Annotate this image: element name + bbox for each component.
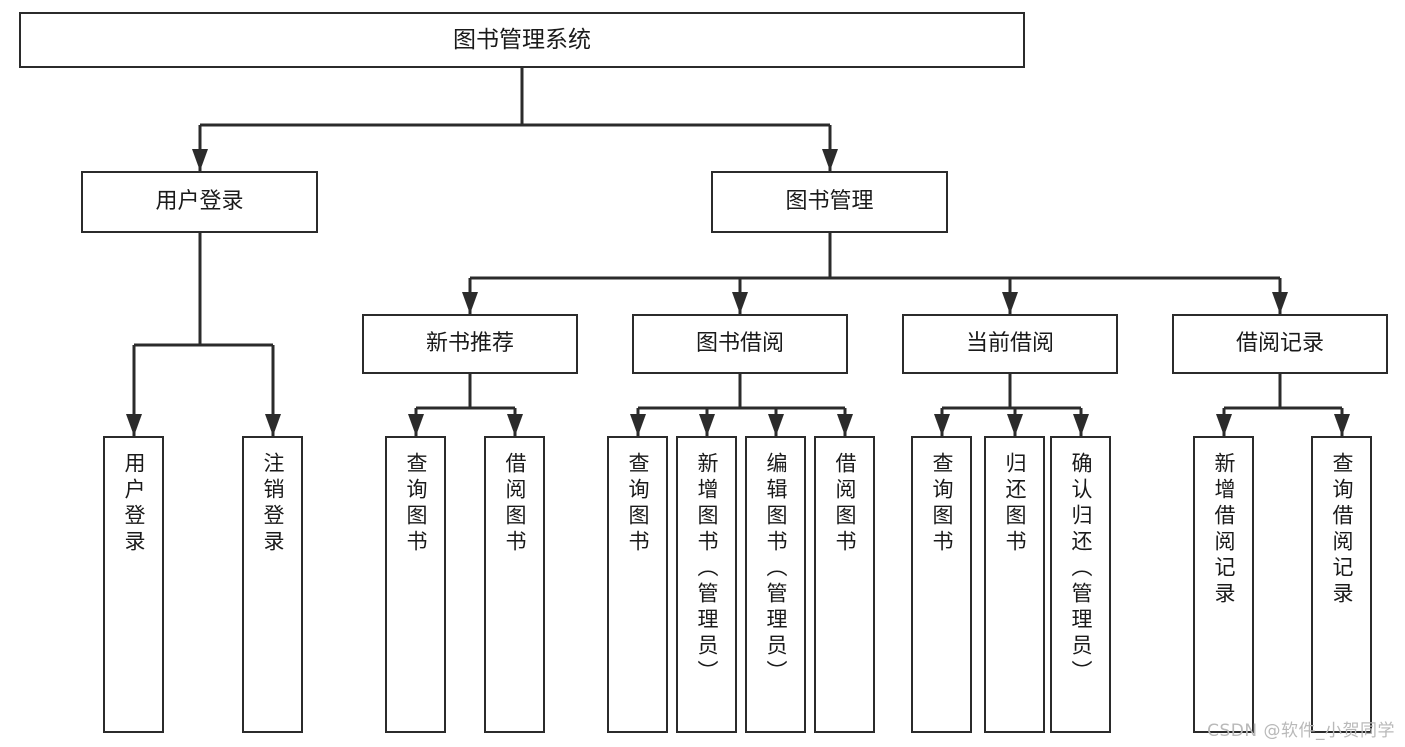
- arrowhead: [507, 414, 523, 436]
- node-leaf-query-book-cur[interactable]: 查询图书: [911, 436, 972, 733]
- node-leaf-borrow-book[interactable]: 借阅图书: [814, 436, 875, 733]
- node-label: 借阅图书: [503, 452, 527, 556]
- node-label: 用户登录: [155, 189, 244, 214]
- node-book-manage[interactable]: 图书管理: [711, 171, 948, 233]
- arrowhead: [462, 292, 478, 314]
- node-label: 查询图书: [930, 452, 954, 556]
- node-leaf-add-record[interactable]: 新增借阅记录: [1193, 436, 1254, 733]
- arrowhead: [265, 414, 281, 436]
- node-label: 图书管理系统: [453, 26, 591, 53]
- node-leaf-borrow-book-rec[interactable]: 借阅图书: [484, 436, 545, 733]
- node-leaf-query-book-borrow[interactable]: 查询图书: [607, 436, 668, 733]
- node-book-borrow[interactable]: 图书借阅: [632, 314, 848, 374]
- arrowhead: [192, 149, 208, 171]
- node-label: 图书借阅: [695, 331, 784, 356]
- watermark-text: CSDN @软件_小贺同学: [1207, 721, 1395, 741]
- node-label: 新书推荐: [425, 331, 514, 356]
- node-label: 图书管理: [785, 189, 874, 214]
- arrowhead: [837, 414, 853, 436]
- node-leaf-query-book-rec[interactable]: 查询图书: [385, 436, 446, 733]
- arrowhead: [1216, 414, 1232, 436]
- node-label: 注销登录: [261, 452, 285, 556]
- arrowhead: [934, 414, 950, 436]
- node-leaf-edit-book[interactable]: 编辑图书（管理员）: [745, 436, 806, 733]
- arrowhead: [822, 149, 838, 171]
- node-label: 新增借阅记录: [1212, 452, 1236, 608]
- arrowhead: [732, 292, 748, 314]
- node-label: 确认归还（管理员）: [1069, 452, 1093, 686]
- arrowhead: [1272, 292, 1288, 314]
- node-label: 当前借阅: [965, 331, 1054, 356]
- node-label: 编辑图书（管理员）: [764, 452, 788, 686]
- arrowhead: [630, 414, 646, 436]
- node-leaf-user-login[interactable]: 用户登录: [103, 436, 164, 733]
- node-leaf-user-logout[interactable]: 注销登录: [242, 436, 303, 733]
- node-new-book-rec[interactable]: 新书推荐: [362, 314, 578, 374]
- arrowhead: [699, 414, 715, 436]
- node-leaf-add-book[interactable]: 新增图书（管理员）: [676, 436, 737, 733]
- node-label: 借阅图书: [833, 452, 857, 556]
- arrowhead: [126, 414, 142, 436]
- arrowhead: [1002, 292, 1018, 314]
- node-borrow-record[interactable]: 借阅记录: [1172, 314, 1388, 374]
- arrowhead: [1334, 414, 1350, 436]
- node-label: 查询图书: [626, 452, 650, 556]
- node-leaf-query-record[interactable]: 查询借阅记录: [1311, 436, 1372, 733]
- node-label: 新增图书（管理员）: [695, 452, 719, 686]
- node-label: 用户登录: [122, 452, 146, 556]
- arrowhead: [1007, 414, 1023, 436]
- node-leaf-confirm-return[interactable]: 确认归还（管理员）: [1050, 436, 1111, 733]
- node-label: 查询借阅记录: [1330, 452, 1354, 608]
- arrowhead: [768, 414, 784, 436]
- node-leaf-return-book[interactable]: 归还图书: [984, 436, 1045, 733]
- node-user-login[interactable]: 用户登录: [81, 171, 318, 233]
- node-root[interactable]: 图书管理系统: [19, 12, 1025, 68]
- arrowhead: [1073, 414, 1089, 436]
- node-current-borrow[interactable]: 当前借阅: [902, 314, 1118, 374]
- node-label: 归还图书: [1003, 452, 1027, 556]
- arrowhead: [408, 414, 424, 436]
- node-label: 借阅记录: [1235, 331, 1324, 356]
- node-label: 查询图书: [404, 452, 428, 556]
